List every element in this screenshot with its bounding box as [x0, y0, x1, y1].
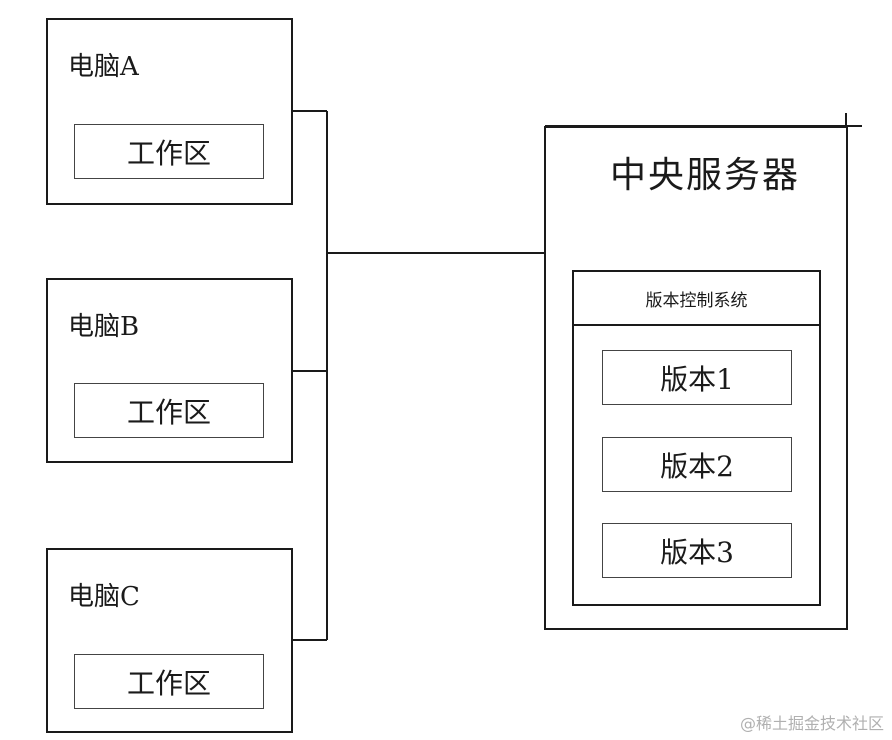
central-server-title: 中央服务器	[610, 155, 801, 196]
version-2-box: 版本2	[602, 437, 792, 492]
computer-b-box: 电脑B 工作区	[46, 278, 293, 463]
computer-b-title: 电脑B	[68, 312, 140, 342]
computer-b-workspace: 工作区	[74, 383, 264, 438]
vcs-box: 版本控制系统 版本1 版本2 版本3	[572, 270, 821, 606]
version-3-box: 版本3	[602, 523, 792, 578]
central-server-box: 中央服务器 版本控制系统 版本1 版本2 版本3	[544, 126, 848, 630]
computer-a-box: 电脑A 工作区	[46, 18, 293, 205]
version-1-box: 版本1	[602, 350, 792, 405]
computer-a-workspace: 工作区	[74, 124, 264, 179]
vcs-title: 版本控制系统	[645, 290, 748, 311]
computer-c-workspace: 工作区	[74, 654, 264, 709]
watermark-text: @稀土掘金技术社区	[739, 714, 884, 733]
computer-c-title: 电脑C	[68, 582, 140, 612]
computer-a-title: 电脑A	[68, 52, 139, 82]
vcs-header: 版本控制系统	[574, 272, 819, 326]
computer-c-box: 电脑C 工作区	[46, 548, 293, 733]
